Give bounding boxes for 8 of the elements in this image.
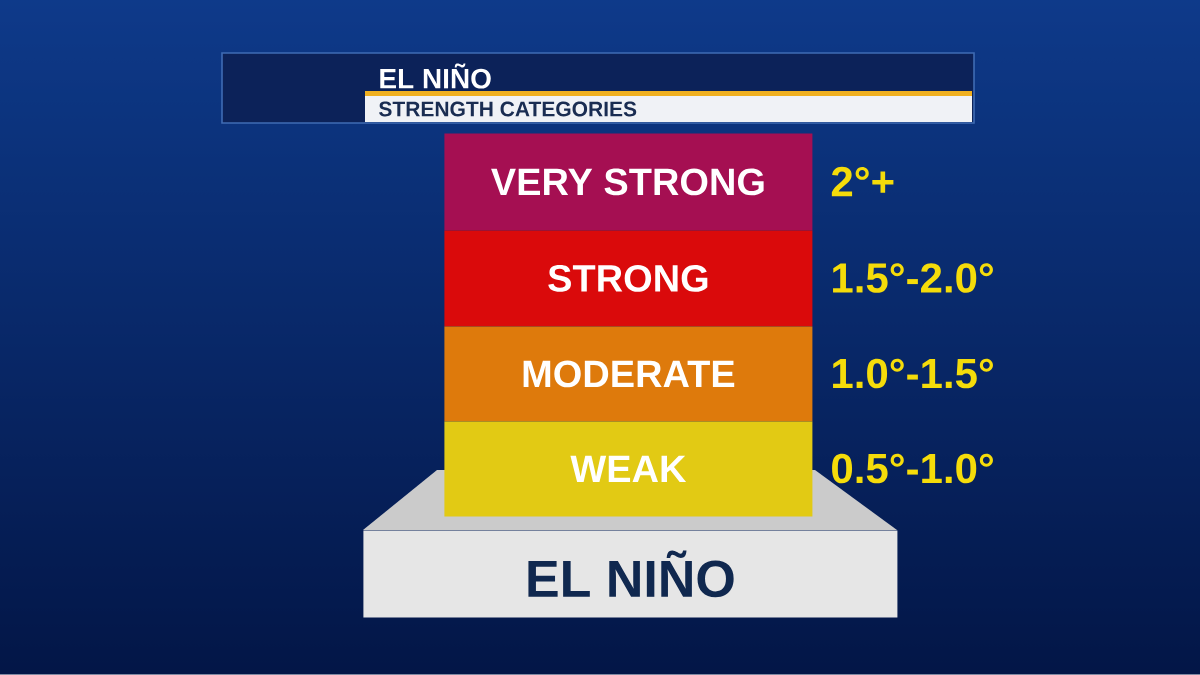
category-band: VERY STRONG — [444, 133, 813, 231]
category-band: MODERATE — [444, 326, 813, 422]
value-label: 1.0°-1.5° — [833, 358, 993, 389]
subtitle-strip: STRENGTH CATEGORIES — [365, 96, 972, 122]
category-band: STRONG — [444, 230, 813, 327]
value-label: 2°+ — [831, 166, 894, 197]
category-band: WEAK — [444, 421, 813, 517]
value-label: 1.5°-2.0° — [833, 263, 993, 293]
